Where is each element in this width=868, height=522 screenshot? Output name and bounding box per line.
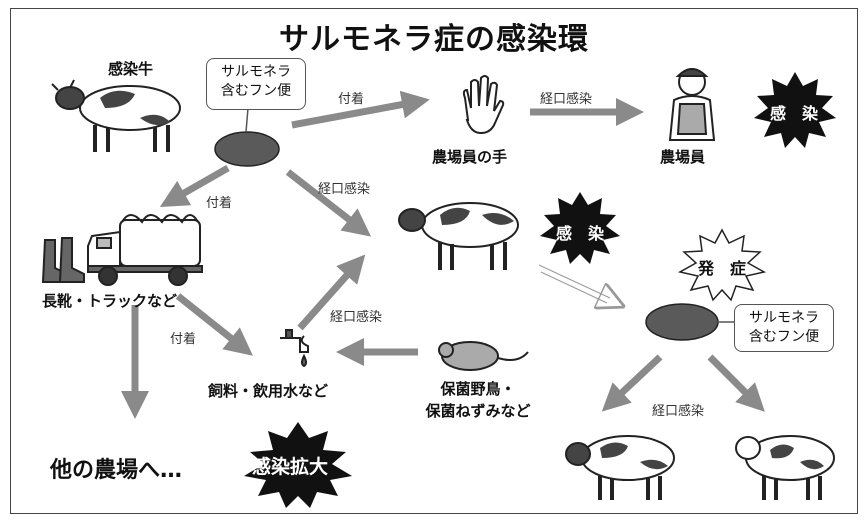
other-farms-label: 他の農場へ… (50, 458, 183, 483)
carriers-label-line1: 保菌野鳥・ (440, 380, 516, 398)
infection-text-worker: 感 染 (770, 104, 819, 123)
onset-text: 発 症 (698, 259, 747, 278)
arrow-feces-to-cow (285, 169, 372, 237)
arrow-cow-to-feces2-outline (538, 264, 611, 304)
onset-burst (677, 228, 767, 302)
attach-label-bottom: 付着 (170, 332, 197, 347)
feed-water-label: 飼料・飲用水など (208, 382, 329, 400)
spread-burst (244, 422, 352, 508)
oral-label-lower: 経口感染 (330, 310, 383, 325)
oral-label-top: 経口感染 (540, 92, 593, 107)
arrow-feces2-to-cow-left (601, 354, 663, 412)
oral-label-bottom-right: 経口感染 (652, 404, 705, 419)
boots-truck-label: 長靴・トラックなど (42, 292, 178, 310)
oral-label-middle: 経口感染 (318, 182, 371, 197)
feces-icon (214, 131, 280, 167)
faucet-icon (280, 329, 309, 368)
rat-icon (438, 341, 529, 371)
cow-bottom-left-icon (565, 435, 675, 500)
page-title: サルモネラ症の感染環 (279, 22, 589, 57)
arrow-feces-to-truck (159, 164, 230, 207)
carriers-label: 保菌野鳥・ 保菌ねずみなど (418, 378, 538, 422)
feces-bubble: サルモネラ 含むフン便 (206, 58, 306, 110)
infected-cow-label: 感染牛 (108, 60, 154, 78)
infection-burst-worker (754, 72, 836, 148)
attach-label-top: 付着 (338, 92, 365, 107)
attach-label-left: 付着 (206, 196, 233, 211)
arrow-truck-to-feed (175, 293, 253, 356)
arrow-feces2-to-cow-right (707, 354, 765, 412)
worker-label: 農場員 (660, 148, 706, 166)
worker-hand-label: 農場員の手 (432, 148, 508, 166)
boots-truck-icon (41, 214, 203, 286)
cow-center-icon (398, 202, 519, 270)
feces2-icon (645, 303, 719, 341)
arrow-feces-to-hand (291, 90, 430, 129)
infection-burst-cow (540, 192, 620, 264)
arrow-feed-to-cow (297, 254, 366, 331)
infection-text-cow: 感 染 (556, 224, 605, 243)
feces2-bubble-line1: サルモネラ (749, 310, 819, 326)
cow-bottom-right-icon (735, 435, 835, 500)
hand-icon (462, 75, 505, 135)
diagram-frame (10, 8, 858, 514)
feces-bubble-line1: サルモネラ (221, 64, 291, 80)
bubble-tail (245, 107, 249, 133)
arrow-cow-to-feces2 (538, 264, 616, 303)
infected-cow-icon (51, 79, 181, 152)
spread-text: 感染拡大 (252, 456, 329, 478)
feces2-bubble-line2: 含むフン便 (748, 329, 820, 345)
feces-bubble-line2: 含むフン便 (220, 83, 292, 99)
feces2-bubble: サルモネラ 含むフン便 (734, 304, 834, 352)
carriers-label-line2: 保菌ねずみなど (425, 402, 531, 420)
farm-worker-icon (668, 68, 716, 141)
